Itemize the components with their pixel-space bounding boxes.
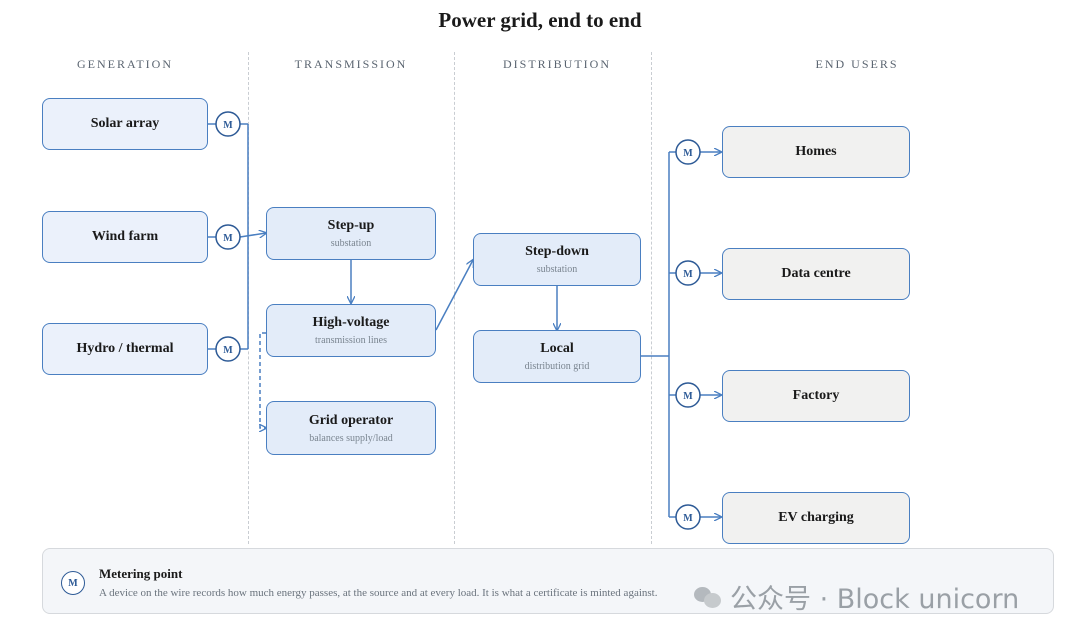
node-label: Step-up [327,218,375,233]
node-sublabel: substation [330,238,372,249]
node-wind-farm: Wind farm [42,211,208,263]
svg-text:M: M [223,233,233,244]
node-label: Wind farm [91,229,159,244]
meter-icon: M [215,336,241,362]
watermark: 公众号 · Block unicorn [694,577,1019,616]
node-ev-charging: EV charging [722,492,910,544]
svg-text:M: M [683,391,693,402]
node-label: Data centre [781,266,851,281]
node-label: Local [540,341,574,356]
node-homes: Homes [722,126,910,178]
wechat-logo-icon [694,585,722,609]
svg-text:M: M [223,120,233,131]
svg-text:M: M [683,148,693,159]
wire-to-step-up [239,233,266,237]
meter-icon: M [215,224,241,250]
node-label: Step-down [525,244,589,259]
svg-text:M: M [683,269,693,280]
dashed-link-to-grid-operator [260,332,266,428]
node-grid-operator: Grid operator balances supply/load [266,401,436,455]
wire-hv-to-step-down [435,260,473,331]
diagram-title: Power grid, end to end [438,8,642,32]
column-header-generation: GENERATION [77,57,173,71]
meter-icon: M [675,139,701,165]
watermark-text: 公众号 · Block unicorn [730,584,1020,615]
node-label: Hydro / thermal [76,341,174,356]
node-label: High-voltage [312,315,390,330]
node-label: Grid operator [308,412,394,428]
node-sublabel: substation [536,264,578,275]
node-high-voltage: High-voltage transmission lines [266,304,436,357]
node-step-up: Step-up substation [266,207,436,260]
legend-title: Metering point [99,566,183,581]
meter-icon: M [675,504,701,530]
node-label: EV charging [778,510,854,525]
column-divider [454,52,455,544]
column-header-end-users: END USERS [815,57,899,71]
node-factory: Factory [722,370,910,422]
node-sublabel: distribution grid [524,361,590,372]
meter-legend-icon: M [61,571,85,595]
svg-text:M: M [683,513,693,524]
meter-icon: M [675,382,701,408]
svg-text:M: M [223,345,233,356]
node-label: Factory [792,388,840,403]
column-divider [651,52,652,544]
meter-icon: M [215,111,241,137]
node-label: Solar array [90,116,160,131]
node-sublabel: transmission lines [315,335,387,346]
node-label: Homes [795,144,837,159]
legend: M Metering point A device on the wire re… [42,548,1054,614]
column-header-transmission: TRANSMISSION [294,57,408,71]
node-local: Local distribution grid [473,330,641,383]
legend-description: A device on the wire records how much en… [99,587,658,599]
node-step-down: Step-down substation [473,233,641,286]
node-data-centre: Data centre [722,248,910,300]
node-sublabel: balances supply/load [309,432,393,444]
node-hydro-thermal: Hydro / thermal [42,323,208,375]
column-header-distribution: DISTRIBUTION [503,57,611,71]
node-solar-array: Solar array [42,98,208,150]
meter-icon: M [675,260,701,286]
